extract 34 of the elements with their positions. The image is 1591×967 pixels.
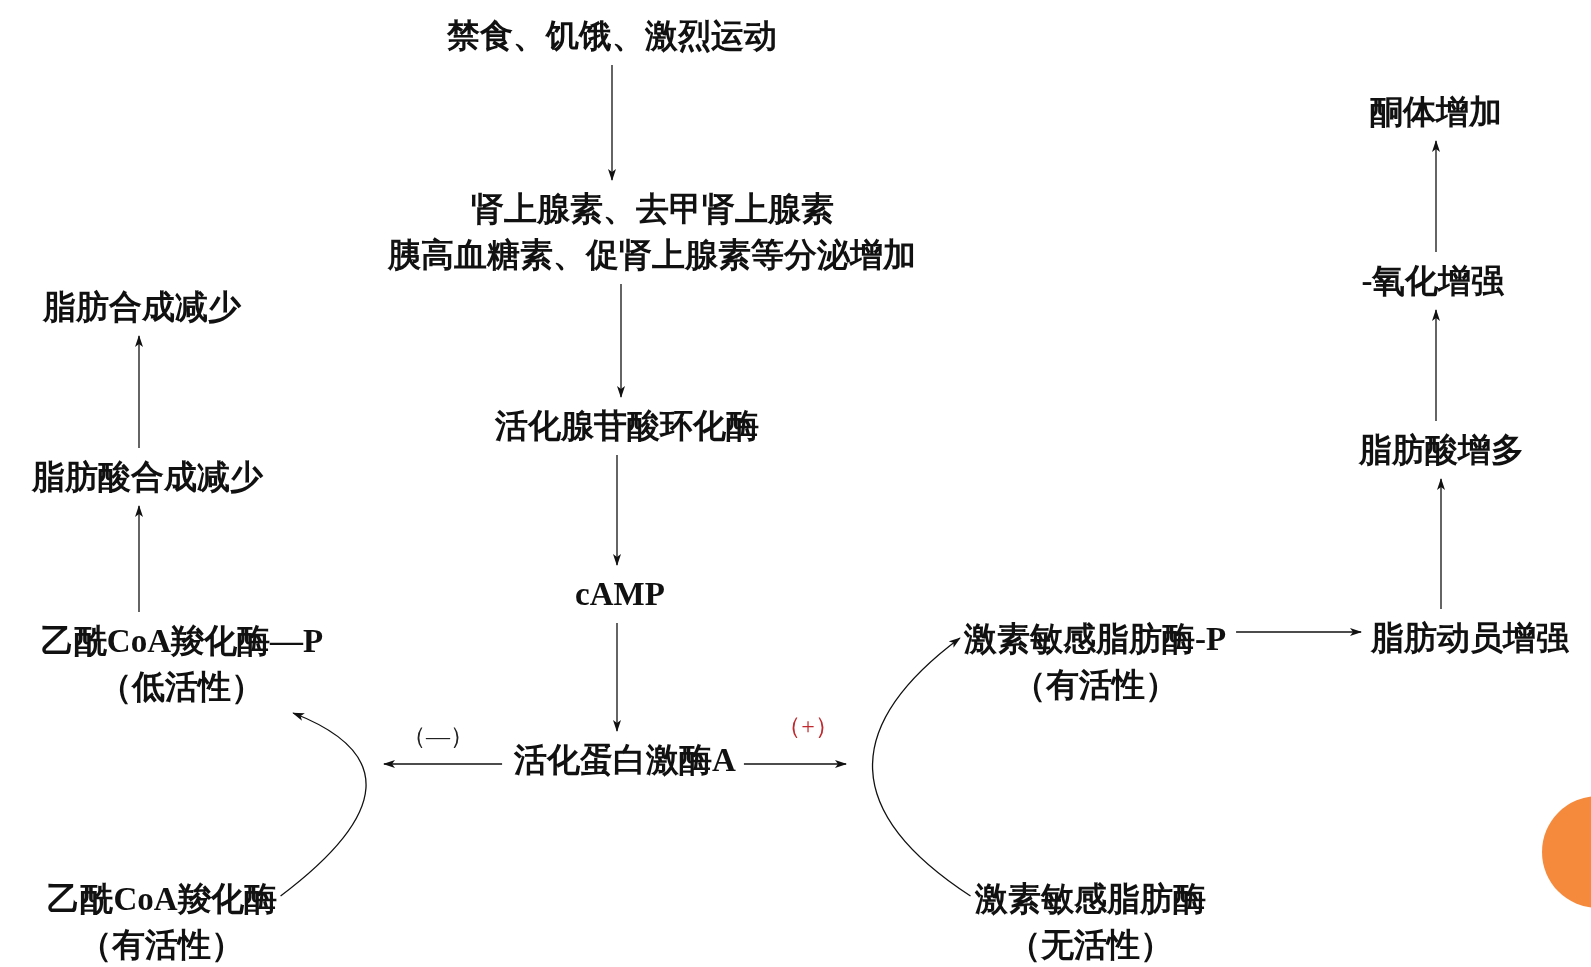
pathway-label: 胰高血糖素、促肾上腺素等分泌增加 <box>388 236 916 275</box>
arrow <box>613 454 621 566</box>
pathway-label: 禁食、饥饿、激烈运动 <box>447 17 777 56</box>
pathway-label: （有活性） <box>1011 666 1179 705</box>
arrow <box>1432 309 1440 422</box>
arrow <box>1235 628 1362 636</box>
pathway-label: （无活性） <box>1006 926 1174 965</box>
arrow <box>1437 478 1445 610</box>
arrow <box>135 335 143 449</box>
arrow <box>1432 140 1440 253</box>
arrow <box>871 637 972 897</box>
arrow <box>279 712 367 897</box>
pathway-label: 激素敏感脂肪酶-P <box>963 620 1227 659</box>
pathway-label: 脂肪酸合成减少 <box>31 458 263 497</box>
pathway-label: 活化腺苷酸环化酶 <box>495 407 759 446</box>
pathway-label: 脂肪合成减少 <box>43 288 241 327</box>
pathway-label: 酮体增加 <box>1370 93 1502 132</box>
pathway-label: 乙酰CoA羧化酶—P <box>40 622 324 661</box>
arrow <box>743 760 847 768</box>
arrow <box>617 283 625 398</box>
pathway-label: 活化蛋白激酶A <box>514 741 736 780</box>
arrow <box>135 505 143 613</box>
arrow <box>383 760 503 768</box>
arrow <box>613 622 621 732</box>
pathway-label: 脂肪酸增多 <box>1358 431 1524 470</box>
pathway-label: 脂肪动员增强 <box>1371 619 1569 658</box>
pathway-label: 激素敏感脂肪酶 <box>974 880 1206 919</box>
pathway-label: （低活性） <box>98 668 266 707</box>
pathway-label: cAMP <box>575 575 665 614</box>
arrow <box>608 64 616 181</box>
pathway-label: -氧化增强 <box>1361 262 1505 301</box>
pathway-label: 乙酰CoA羧化酶 <box>47 880 277 919</box>
pathway-label: （有活性） <box>78 926 246 965</box>
pathway-label: 肾上腺素、去甲肾上腺素 <box>469 190 835 229</box>
